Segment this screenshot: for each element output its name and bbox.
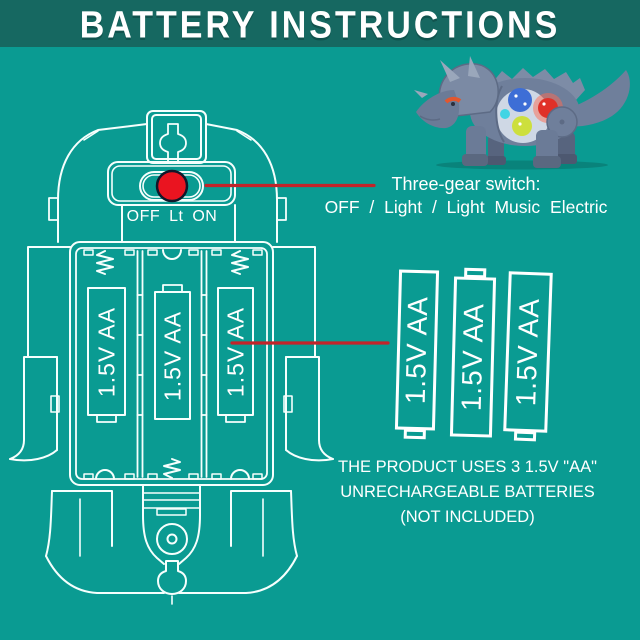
battery-icon-label-1: 1.5V AA: [399, 295, 434, 405]
usage-note: THE PRODUCT USES 3 1.5V "AA" UNRECHARGEA…: [310, 455, 625, 530]
outer-shell: [9, 246, 334, 462]
battery-box-outline: [69, 241, 274, 486]
dino-near-leg-front: [466, 126, 486, 162]
dinosaur-toy-image: [414, 56, 630, 170]
dino-nose-horn: [414, 90, 428, 98]
gear-light-blue: [508, 88, 532, 112]
battery-icon-label-3: 1.5V AA: [510, 297, 545, 407]
bottom-peg: [157, 560, 187, 605]
gear-light-yellow: [512, 116, 532, 136]
battery-icon-label-2: 1.5V AA: [455, 302, 490, 412]
switch-annotation: Three-gear switch: OFF / Light / Light M…: [300, 173, 632, 218]
battery-terminal-icon: [464, 267, 487, 279]
header-band: [0, 0, 640, 47]
battery-terminal-icon: [513, 430, 537, 442]
dino-mouth: [419, 115, 441, 121]
usage-note-line-2: UNRECHARGEABLE BATTERIES: [340, 483, 595, 501]
usage-note-line-3: (NOT INCLUDED): [400, 508, 535, 526]
battery-outline-2: [154, 284, 191, 420]
gear-light-cyan: [500, 109, 510, 119]
dome-side-tab-right: [276, 197, 287, 221]
leg-panel-right: [178, 490, 298, 594]
dino-eye: [444, 96, 462, 104]
dino-near-leg-back: [536, 130, 558, 164]
battery-outline-1: [87, 287, 126, 423]
screw-boss: [142, 514, 201, 565]
battery-icon-3: 1.5V AA: [503, 271, 553, 442]
side-flap-left: [9, 356, 60, 462]
switch-positions-label: OFF Lt ON: [126, 208, 218, 225]
switch-knob[interactable]: [155, 169, 189, 203]
side-flap-right: [283, 356, 334, 462]
keyhole-slot: [159, 123, 187, 163]
switch-annotation-heading: Three-gear switch:: [391, 174, 541, 194]
battery-slot-divider: [136, 250, 208, 478]
compartment-dome-outline: [48, 123, 287, 243]
leg-panel-left: [45, 490, 165, 594]
battery-icon-1: 1.5V AA: [394, 269, 440, 440]
dino-shadow: [436, 160, 608, 170]
spring-icon: [96, 250, 249, 479]
compartment-battery-label-1: 1.5V AA: [93, 306, 119, 397]
usage-note-line-1: THE PRODUCT USES 3 1.5V "AA": [338, 458, 597, 476]
compartment-battery-label-2: 1.5V AA: [159, 310, 185, 402]
compartment-battery-label-3: 1.5V AA: [222, 306, 248, 397]
battery-outline-3: [217, 287, 254, 423]
battery-icon-2: 1.5V AA: [449, 267, 497, 438]
page-title: BATTERY INSTRUCTIONS: [79, 4, 561, 47]
dino-horn-1: [440, 60, 460, 82]
screw-icon: [156, 523, 188, 555]
battery-terminal-icon: [403, 428, 426, 440]
dino-horn-2: [468, 56, 480, 78]
center-column: [142, 484, 201, 516]
top-hanger-tab: [146, 110, 207, 164]
contact-bump: [95, 249, 250, 480]
dome-side-tab-left: [48, 197, 59, 221]
bottom-assembly: [45, 484, 298, 605]
switch-annotation-modes: OFF / Light / Light Music Electric: [324, 197, 608, 217]
contact-tabs: [83, 249, 263, 480]
